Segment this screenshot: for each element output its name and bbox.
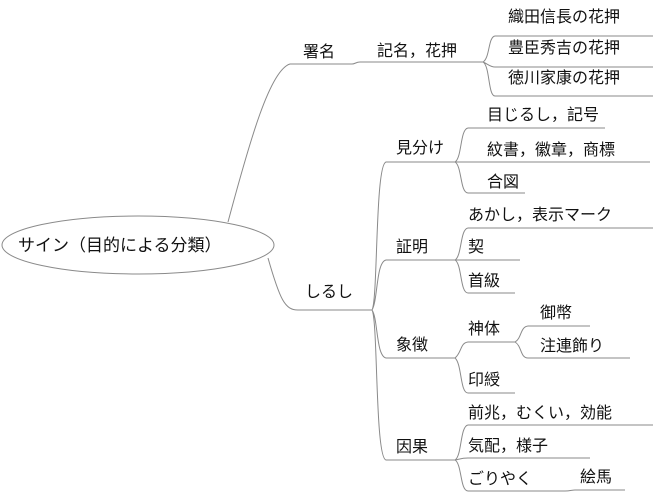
leaf[interactable]: 紋書，徽章，商標 [487, 140, 615, 159]
connector [371, 161, 455, 461]
connector [454, 341, 515, 394]
leaf[interactable]: 注連飾り [540, 336, 604, 355]
leaf[interactable]: ごりやく [468, 469, 532, 488]
node-shirushi[interactable]: しるし [305, 282, 353, 301]
node-shintai[interactable]: 神体 [468, 319, 500, 338]
node-inga[interactable]: 因果 [396, 437, 428, 456]
root-label: サイン（目的による分類） [18, 236, 222, 256]
leaf[interactable]: 目じるし，記号 [487, 105, 599, 124]
connector [267, 257, 372, 311]
node-miwake[interactable]: 見分け [396, 138, 444, 157]
leaf[interactable]: 徳川家康の花押 [508, 68, 620, 87]
leaf[interactable]: 気配，様子 [468, 436, 548, 455]
connector [454, 227, 653, 294]
leaf[interactable]: 絵馬 [580, 467, 612, 486]
node-shomei[interactable]: 署名 [303, 42, 335, 61]
leaf[interactable]: あかし，表示マーク [468, 205, 612, 224]
leaf[interactable]: 契 [468, 237, 484, 256]
leaf[interactable]: 合図 [487, 172, 519, 191]
connector [454, 424, 653, 492]
node-shocho[interactable]: 象徴 [396, 335, 428, 354]
connector [514, 325, 630, 359]
connector [482, 35, 653, 97]
leaf[interactable]: 前兆，むくい，効能 [468, 403, 612, 422]
leaf[interactable]: 織田信長の花押 [508, 7, 620, 26]
connector [227, 61, 483, 223]
leaf[interactable]: 御幣 [540, 303, 572, 322]
node-kimei-kao[interactable]: 記名，花押 [377, 41, 457, 60]
root-node[interactable] [1, 215, 275, 275]
leaf[interactable]: 豊臣秀吉の花押 [508, 38, 620, 57]
connector [454, 127, 650, 194]
leaf[interactable]: 印綬 [468, 370, 500, 389]
node-shomei-proof[interactable]: 証明 [396, 237, 428, 256]
leaf[interactable]: 首級 [468, 271, 500, 290]
